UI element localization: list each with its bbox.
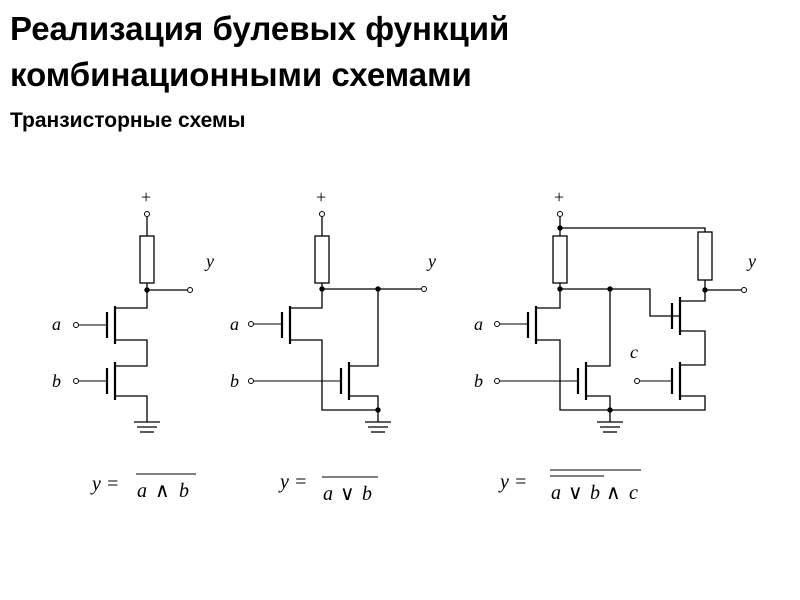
right-resistor <box>697 231 713 281</box>
series-wire <box>680 330 706 366</box>
formula-and-op: ∧ <box>606 482 621 504</box>
formula-var-a: a <box>551 482 561 504</box>
output-label-y: y <box>746 251 756 271</box>
series-wire <box>115 339 148 367</box>
source-wire <box>115 395 148 422</box>
input-label-c: c <box>630 342 638 362</box>
drain-b-wire <box>349 289 379 367</box>
formula-var-a: a <box>137 480 147 502</box>
title-line-2: комбинационными схемами <box>10 56 472 93</box>
supply-plus-label: + <box>141 187 151 207</box>
node-to-gate-wire <box>560 288 680 317</box>
input-b-terminal <box>494 378 500 384</box>
formula-var-c: c <box>629 482 638 504</box>
supply-terminal <box>319 211 325 217</box>
ground-symbol <box>134 421 160 433</box>
source-a-wire <box>290 339 378 411</box>
input-label-a: a <box>52 314 61 334</box>
formula-or-op: ∨ <box>340 483 355 505</box>
input-label-a: a <box>230 314 239 334</box>
drain-a-wire <box>536 289 561 309</box>
input-label-b: b <box>230 371 239 391</box>
formula-lhs: y = <box>278 471 307 493</box>
drain-b-wire <box>586 289 611 367</box>
supply-bus-wire <box>560 227 706 232</box>
title-line-1: Реализация булевых функций <box>10 10 510 47</box>
supply-plus-label: + <box>316 187 326 207</box>
output-label-y: y <box>204 251 214 271</box>
formula-var-b: b <box>362 483 372 505</box>
formula-lhs: y = <box>498 471 527 493</box>
supply-plus-label: + <box>554 187 564 207</box>
drain-top-wire <box>680 290 706 302</box>
drain-a-wire <box>290 289 323 309</box>
formula-var-b: b <box>590 482 600 504</box>
load-resistor <box>139 235 155 284</box>
input-c-terminal <box>634 378 640 384</box>
supply-terminal <box>144 211 150 217</box>
circuit-nor: + y a b y = a <box>230 187 436 505</box>
slide-subtitle: Транзисторные схемы <box>10 109 246 132</box>
left-resistor <box>552 235 568 284</box>
ground-rail-wire <box>536 339 706 411</box>
input-a-terminal <box>248 321 254 327</box>
circuit-complex: + y a b <box>474 187 756 504</box>
output-terminal <box>187 287 193 293</box>
input-b-terminal <box>73 378 79 384</box>
input-a-terminal <box>494 321 500 327</box>
input-label-b: b <box>52 371 61 391</box>
ground-symbol <box>597 421 623 433</box>
source-b-wire <box>349 395 379 422</box>
circuit-nand: + y a b y = a ∧ b <box>52 187 214 502</box>
input-a-terminal <box>73 322 79 328</box>
input-b-terminal <box>248 378 254 384</box>
ground-node <box>375 407 381 413</box>
formula-lhs: y = <box>90 473 119 495</box>
load-resistor <box>314 235 330 284</box>
ground-node <box>607 407 613 413</box>
formula-var-a: a <box>323 483 333 505</box>
formula-and-op: ∧ <box>155 480 170 502</box>
drain-wire <box>115 290 148 309</box>
supply-terminal <box>557 211 563 217</box>
formula-or-op: ∨ <box>568 482 583 504</box>
output-terminal <box>421 286 427 292</box>
input-label-a: a <box>474 314 483 334</box>
formula-var-b: b <box>179 480 189 502</box>
output-label-y: y <box>426 251 436 271</box>
output-terminal <box>741 287 747 293</box>
source-b-wire <box>586 395 611 422</box>
slide-title: Реализация булевых функций комбинационны… <box>10 6 509 98</box>
ground-symbol <box>365 421 391 433</box>
input-label-b: b <box>474 371 483 391</box>
